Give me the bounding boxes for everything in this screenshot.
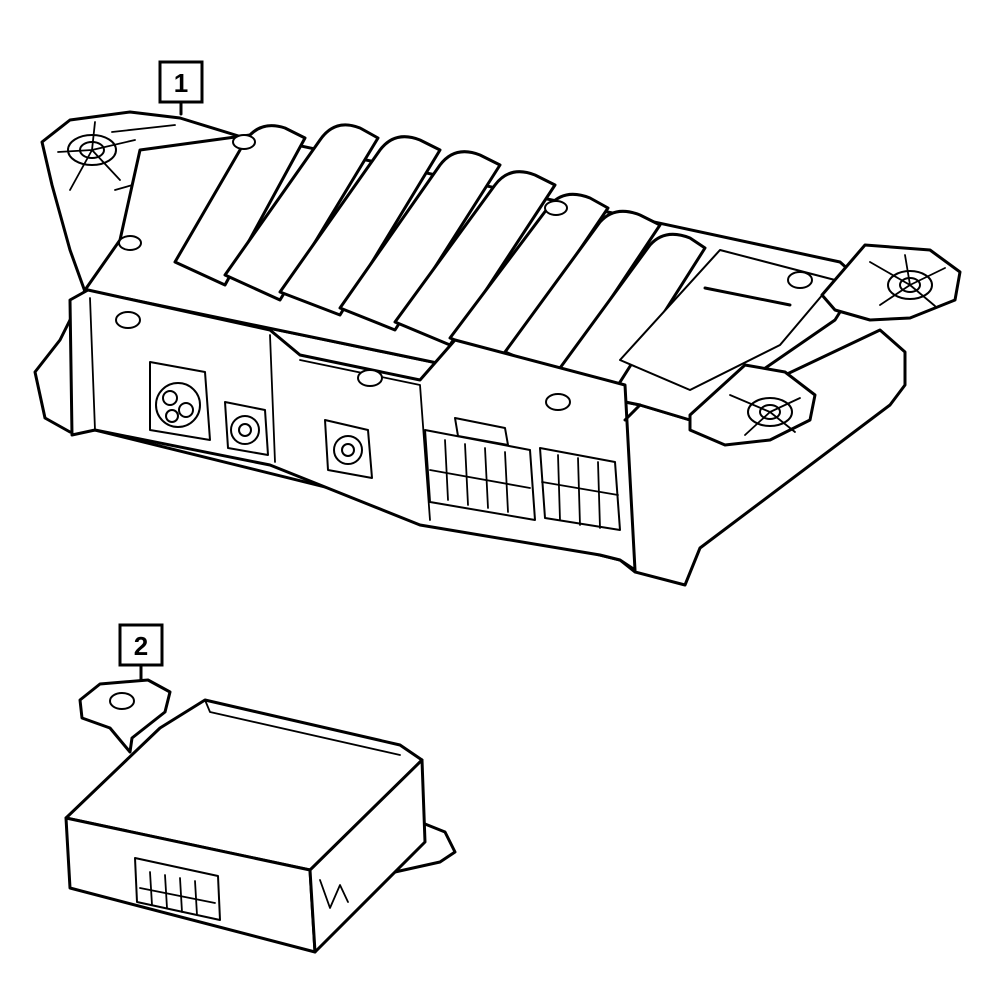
callout-1: 1 bbox=[158, 60, 204, 116]
control-module-part bbox=[64, 678, 457, 954]
module-upper-tab bbox=[78, 678, 172, 754]
callout-2: 2 bbox=[118, 623, 164, 682]
harness-connector-large bbox=[424, 417, 536, 521]
coax-connector-b bbox=[224, 401, 269, 456]
harness-connector-small bbox=[539, 447, 621, 531]
coax-connector-a bbox=[149, 361, 211, 441]
cooling-fins bbox=[173, 123, 707, 392]
coax-connector-c bbox=[324, 419, 373, 479]
label-plate bbox=[619, 249, 836, 391]
callout-2-label: 2 bbox=[134, 631, 148, 661]
amplifier-module-part bbox=[33, 110, 962, 587]
module-side-face bbox=[308, 758, 427, 954]
module-connector-port bbox=[134, 857, 221, 921]
callout-1-label: 1 bbox=[174, 68, 188, 98]
